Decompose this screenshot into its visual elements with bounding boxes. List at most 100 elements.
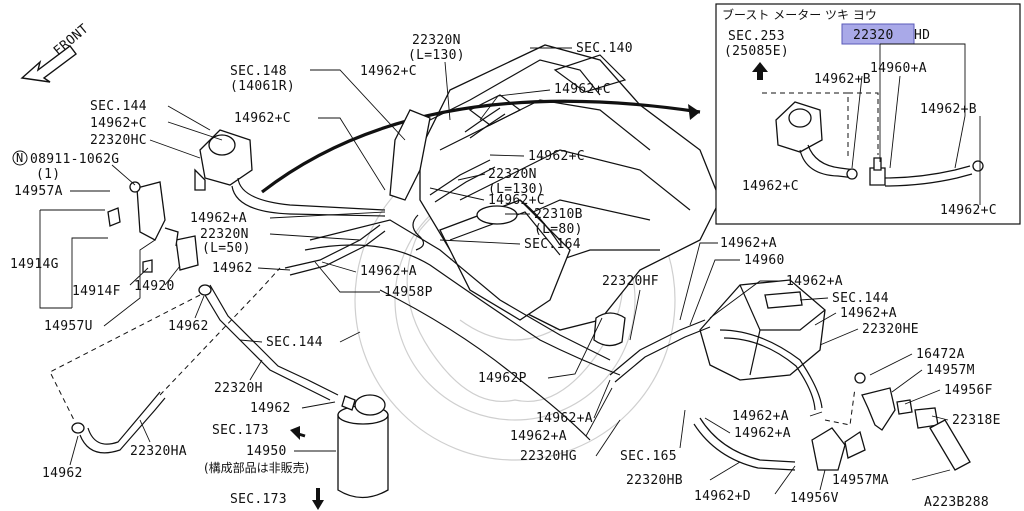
- label-14962A-1[interactable]: 14962+A: [190, 211, 247, 226]
- joint-14961R: [389, 109, 431, 201]
- label-22320N-left[interactable]: 22320N: [200, 227, 249, 242]
- inset-14962C-2[interactable]: 14962+C: [940, 203, 997, 218]
- inset-arrow: [261, 99, 701, 194]
- label-22320N-top-len: (L=130): [408, 48, 465, 63]
- label-14957U[interactable]: 14957U: [44, 319, 93, 334]
- label-sec164[interactable]: SEC.164: [524, 237, 581, 252]
- label-14956F[interactable]: 14956F: [944, 383, 993, 398]
- label-14962-4[interactable]: 14962: [42, 466, 83, 481]
- label-14962C-6[interactable]: 14962+C: [90, 116, 147, 131]
- label-sec165[interactable]: SEC.165: [620, 449, 677, 464]
- label-22310B[interactable]: 22310B: [534, 207, 583, 222]
- label-14962A-3[interactable]: 14962+A: [720, 236, 777, 251]
- label-14962-2[interactable]: 14962: [212, 261, 253, 276]
- inset-solenoid: [775, 101, 856, 179]
- label-14956V[interactable]: 14956V: [790, 491, 839, 506]
- svg-text:N: N: [16, 151, 23, 165]
- hose-22320HC: [237, 177, 386, 211]
- label-14962A-8[interactable]: 14962+A: [732, 409, 789, 424]
- label-14962C-2[interactable]: 14962+C: [554, 82, 611, 97]
- label-22320N-top[interactable]: 22320N: [412, 33, 461, 48]
- label-14962A-6[interactable]: 14962+A: [536, 411, 593, 426]
- bracket-14914G: [107, 181, 166, 273]
- hose-22320H: [201, 289, 331, 401]
- label-sec173-b[interactable]: SEC.173: [230, 492, 287, 507]
- label-14962A-7[interactable]: 14962+A: [510, 429, 567, 444]
- inset-connector-14960A: [869, 157, 886, 186]
- label-14962A-4[interactable]: 14962+A: [786, 274, 843, 289]
- inset-arrow-head: [688, 104, 700, 120]
- sec253-arrow-up: [752, 62, 768, 72]
- label-22320HE[interactable]: 22320HE: [862, 322, 919, 337]
- label-14962-1[interactable]: 14962: [168, 319, 209, 334]
- vacuum-valve-14956V: [811, 427, 866, 471]
- diagram-code: A223B288: [924, 495, 989, 510]
- hose-22320HA: [79, 397, 166, 454]
- label-16472A[interactable]: 16472A: [916, 347, 965, 362]
- label-sec144-b[interactable]: SEC.144: [266, 335, 323, 350]
- label-14957M[interactable]: 14957M: [926, 363, 975, 378]
- label-14962P[interactable]: 14962P: [478, 371, 527, 386]
- label-22320HC[interactable]: 22320HC: [90, 133, 147, 148]
- hose-22320N-top: [464, 107, 501, 133]
- label-sec144-c[interactable]: SEC.144: [832, 291, 889, 306]
- highlight-box[interactable]: [841, 23, 915, 45]
- label-14962A-9[interactable]: 14962+A: [734, 426, 791, 441]
- turbo-component-right: [699, 279, 826, 381]
- label-sec148[interactable]: SEC.148: [230, 64, 287, 79]
- label-14950[interactable]: 14950: [246, 444, 287, 459]
- front-arrow: FRONT: [20, 21, 92, 83]
- label-14962D[interactable]: 14962+D: [694, 489, 751, 504]
- label-22320N-mid[interactable]: 22320N: [488, 167, 537, 182]
- inset-14962C-1[interactable]: 14962+C: [742, 179, 799, 194]
- label-14962C-5[interactable]: 14962+C: [488, 193, 545, 208]
- hose-22320HB: [699, 417, 796, 463]
- label-14958P[interactable]: 14958P: [384, 285, 433, 300]
- label-08911-qty: (1): [36, 167, 60, 182]
- label-14957MA[interactable]: 14957MA: [832, 473, 889, 488]
- spring-clip: [412, 214, 425, 251]
- label-14962-3[interactable]: 14962: [250, 401, 291, 416]
- label-14914F[interactable]: 14914F: [72, 284, 121, 299]
- label-14962A-2[interactable]: 14962+A: [360, 264, 417, 279]
- inset-hose: [884, 165, 971, 179]
- label-22318E[interactable]: 22318E: [952, 413, 1001, 428]
- label-14914G[interactable]: 14914G: [10, 257, 59, 272]
- inset-14962B-2[interactable]: 14962+B: [920, 102, 977, 117]
- label-22320HG[interactable]: 22320HG: [520, 449, 577, 464]
- label-sec173-a[interactable]: SEC.173: [212, 423, 269, 438]
- hose-22320N-left: [284, 224, 381, 269]
- label-22320HF[interactable]: 22320HF: [602, 274, 659, 289]
- label-14920[interactable]: 14920: [134, 279, 175, 294]
- label-22310B-len: (L=80): [534, 222, 583, 237]
- hose-22320N-mid: [429, 159, 491, 196]
- highlighted-part-22320[interactable]: 22320: [853, 28, 894, 43]
- label-sec144-a[interactable]: SEC.144: [90, 99, 147, 114]
- label-14962C-3[interactable]: 14962+C: [234, 111, 291, 126]
- inset-title: ブースト メーター ツキ ヨウ: [722, 7, 877, 22]
- label-22320HB[interactable]: 22320HB: [626, 473, 683, 488]
- label-sec140[interactable]: SEC.140: [576, 41, 633, 56]
- engine-assembly: [304, 44, 721, 441]
- inset-sec253[interactable]: SEC.253: [728, 29, 785, 44]
- inset-14962B-1[interactable]: 14962+B: [814, 72, 871, 87]
- label-08911-1062G[interactable]: 08911-1062G: [30, 152, 119, 167]
- hose-22320HE: [719, 329, 823, 409]
- vacuum-valve-14920: [164, 227, 199, 271]
- label-22320H[interactable]: 22320H: [214, 381, 263, 396]
- label-14962A-5[interactable]: 14962+A: [840, 306, 897, 321]
- label-22320N-left-len: (L=50): [202, 241, 251, 256]
- inset-14960A[interactable]: 14960+A: [870, 61, 927, 76]
- label-14957A[interactable]: 14957A: [14, 184, 63, 199]
- bracket-14957M: [854, 372, 971, 471]
- label-14962C-4[interactable]: 14962+C: [528, 149, 585, 164]
- label-14950-note: (構成部品は非販売): [204, 460, 309, 475]
- label-22320N-mid-len: (L=130): [488, 182, 545, 197]
- label-14962C-1[interactable]: 14962+C: [360, 64, 417, 79]
- label-sec148-sub: (14061R): [230, 79, 295, 94]
- label-22320HA[interactable]: 22320HA: [130, 444, 187, 459]
- label-14960[interactable]: 14960: [744, 253, 785, 268]
- clamp-ring: [593, 312, 626, 347]
